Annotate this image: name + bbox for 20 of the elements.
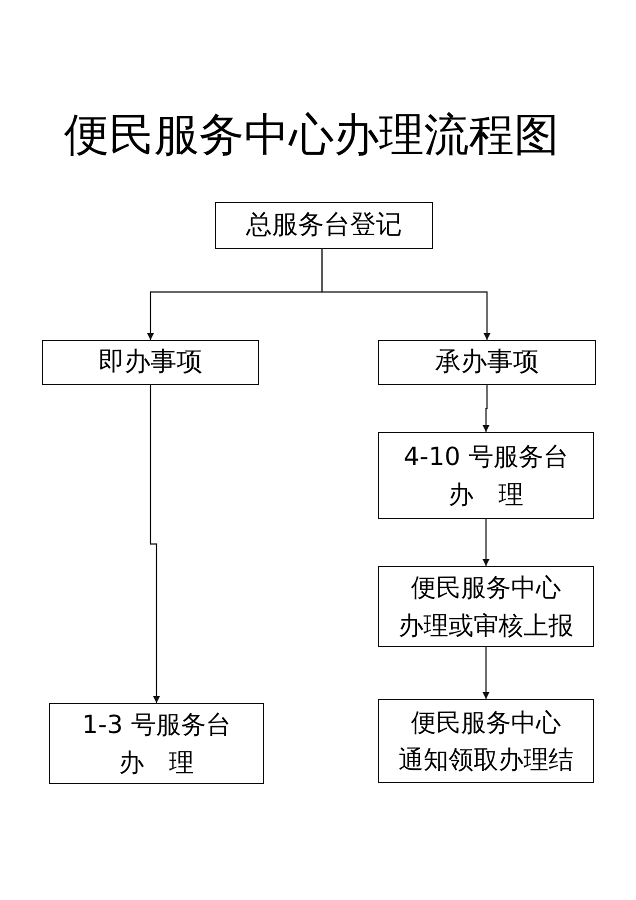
- process-box: [378, 340, 596, 385]
- process-box: [378, 699, 594, 783]
- process-box: [378, 432, 594, 519]
- process-box: [49, 703, 264, 784]
- arrow: [482, 385, 490, 432]
- arrow: [321, 249, 490, 340]
- box-label: 便民服务中心办理或审核上报: [398, 572, 574, 642]
- process-box: [378, 566, 594, 647]
- arrow: [150, 385, 160, 703]
- box-label: 1-3 号服务台办 理: [82, 709, 231, 778]
- arrow: [482, 519, 490, 566]
- arrow: [482, 647, 490, 699]
- diagram-title: 便民服务中心办理流程图: [64, 108, 559, 162]
- box-label: 即办事项: [98, 346, 202, 379]
- process-box: [42, 340, 259, 385]
- box-label: 便民服务中心通知领取办理结: [398, 706, 574, 776]
- box-label: 4-10 号服务台办 理: [404, 441, 568, 510]
- box-label: 总服务台登记: [246, 209, 402, 242]
- box-label: 承办事项: [435, 346, 539, 379]
- process-box: [215, 202, 433, 249]
